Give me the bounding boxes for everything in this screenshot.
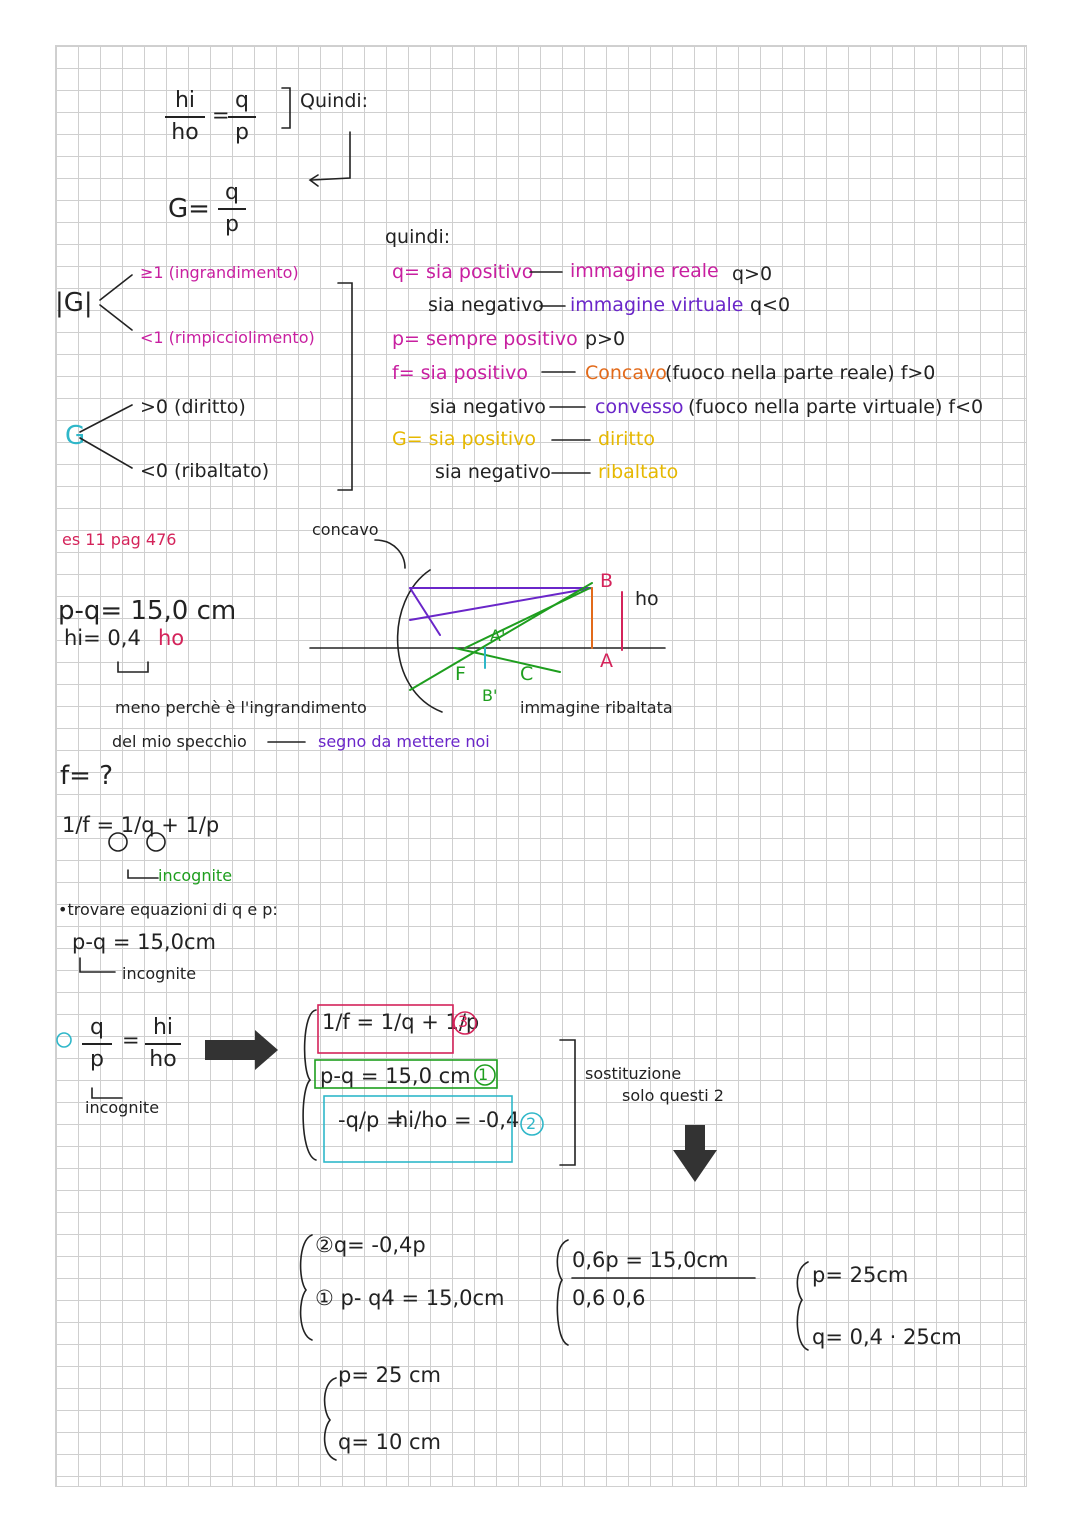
rule-g1: G= sia positivo [392, 428, 537, 450]
system-eq-3a: -q/p = [338, 1108, 404, 1132]
given-ho: ho [158, 626, 185, 650]
ratio-hi-ho: hi ho [165, 88, 205, 147]
ratio-hiho: hi ho [145, 1015, 181, 1074]
rule-g1-result: diritto [598, 428, 655, 450]
ratio-ho: ho [171, 120, 199, 146]
note-mirror: del mio specchio [112, 732, 247, 751]
step1-a: ②q= -0,4p [315, 1233, 426, 1257]
diagram-f: F [455, 663, 466, 685]
substitution-note: solo questi 2 [622, 1086, 724, 1105]
lens-equation: 1/f = 1/q + 1/p [62, 813, 220, 837]
substitution-label: sostituzione [585, 1064, 682, 1083]
step3-a: p= 25cm [812, 1263, 909, 1287]
system-eq-1: 1/f = 1/q + 1/p [322, 1010, 480, 1034]
rules-title: quindi: [385, 226, 451, 248]
system-num-2: 2 [526, 1114, 537, 1133]
system-eq-2: p-q = 15,0 cm [320, 1064, 471, 1088]
g-branch-1: >0 (diritto) [140, 396, 246, 418]
exercise-title: es 11 pag 476 [62, 530, 177, 549]
rule-q2: sia negativo [428, 294, 544, 316]
g-fraction: q p [218, 180, 246, 239]
diagram-ho: ho [635, 588, 659, 610]
diagram-b: B [600, 570, 614, 592]
step1-b: ① p- q4 = 15,0cm [315, 1286, 505, 1310]
equation-pq: p-q = 15,0cm [72, 930, 216, 954]
step2-a: 0,6p = 15,0cm [572, 1248, 729, 1272]
concavo-label: concavo [312, 520, 379, 539]
ratio-note: incognite [85, 1098, 160, 1117]
step3-b: q= 0,4 · 25cm [812, 1325, 962, 1349]
rule-f1: f= sia positivo [392, 362, 528, 384]
given-pq: p-q= 15,0 cm [58, 596, 237, 626]
rule-q1-result: immagine reale [570, 260, 719, 282]
g-label: G [65, 421, 86, 451]
rule-q1-cond: q>0 [732, 263, 773, 285]
ratio-qp: q p [82, 1015, 112, 1074]
rule-g2: sia negativo [435, 461, 551, 483]
find-equations: •trovare equazioni di q e p: [58, 900, 278, 919]
diagram-b1: B' [482, 686, 498, 705]
rule-q2-cond: q<0 [750, 294, 791, 316]
grid-paper [55, 45, 1027, 1487]
system-eq-3b: hi/ho = -0,4 [395, 1108, 520, 1132]
rule-f2-note: (fuoco nella parte virtuale) f<0 [688, 396, 984, 418]
rule-f1-note: (fuoco nella parte reale) f>0 [665, 362, 936, 384]
abs-g-label: |G| [55, 288, 93, 318]
equation-pq-note: incognite [122, 964, 197, 983]
rule-g2-result: ribaltato [598, 461, 679, 483]
rule-q1: q= sia positivo [392, 261, 534, 283]
diagram-a: A [600, 650, 613, 672]
final-p: p= 25 cm [338, 1363, 442, 1387]
system-num-3: 3 [458, 1012, 469, 1031]
note-meno: meno perchè è l'ingrandimento [115, 698, 367, 717]
f-question: f= ? [60, 761, 114, 791]
ratio-q-p: q p [228, 88, 256, 147]
rule-p1: p= sempre positivo [392, 328, 578, 350]
quindi-label: Quindi: [300, 90, 369, 112]
rule-q2-result: immagine virtuale [570, 294, 744, 316]
given-hi: hi= 0,4 [64, 626, 141, 650]
final-q: q= 10 cm [338, 1430, 442, 1454]
unknowns-note: incognite [158, 866, 233, 885]
g-branch-2: <0 (ribaltato) [140, 460, 270, 482]
abs-g-branch-1: ≥1 (ingrandimento) [140, 263, 299, 282]
rule-f2-result: convesso [595, 396, 684, 418]
ratio-hi: hi [174, 88, 196, 113]
rule-f2: sia negativo [430, 396, 546, 418]
diagram-caption: immagine ribaltata [520, 698, 673, 717]
system-num-1: 1 [478, 1065, 489, 1084]
abs-g-branch-2: <1 (rimpicciolimento) [140, 328, 315, 347]
diagram-c: C [520, 663, 534, 685]
step2-b: 0,6 0,6 [572, 1286, 646, 1310]
note-sign: segno da mettere noi [318, 732, 490, 751]
rule-f1-result: Concavo [585, 362, 667, 384]
g-equals: G= [168, 194, 210, 224]
rule-p1-cond: p>0 [585, 328, 626, 350]
